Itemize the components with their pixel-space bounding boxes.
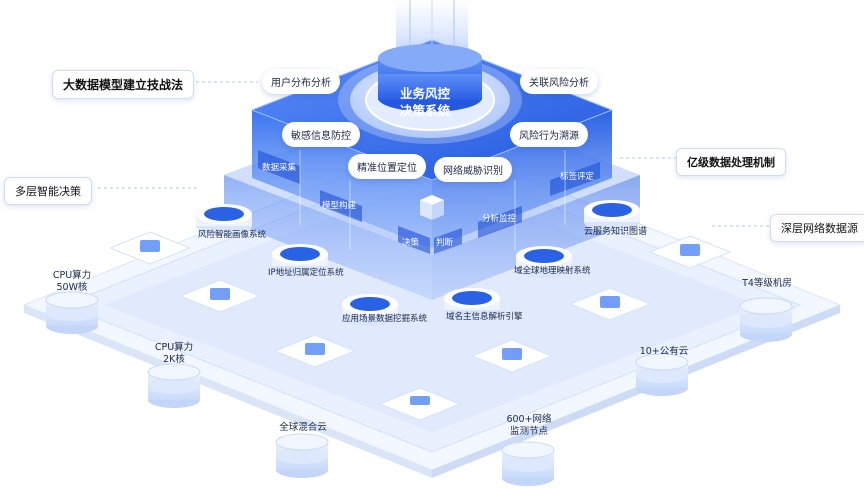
infra-cpu-50w: CPU算力 50W核 — [44, 270, 100, 294]
platform-tiles — [108, 231, 732, 421]
face-judgment: 判断 — [436, 238, 454, 248]
infra-public-cloud: 10+公有云 — [639, 346, 689, 357]
callout-deep-network-source: 深层网络数据源 — [770, 214, 864, 242]
engine-cloud-graph: 云服务知识图谱 — [584, 227, 648, 237]
pill-network-threat: 网络威胁识别 — [434, 157, 512, 182]
core-system-title: 业务风控 决策系统 — [370, 85, 480, 119]
pill-sensitive-info: 敏感信息防控 — [282, 122, 360, 147]
face-model-building: 模型构建 — [322, 201, 357, 211]
core-title-line1: 业务风控 — [399, 86, 450, 101]
engine-pucks — [196, 200, 640, 326]
infra-global-hybrid-cloud: 全球混合云 — [279, 422, 327, 433]
infra-cpu-50w-line2: 50W核 — [56, 282, 88, 293]
infra-cpu-50w-line1: CPU算力 — [52, 270, 92, 281]
face-data-collection: 数据采集 — [262, 163, 297, 173]
infra-cpu-2k-line1: CPU算力 — [154, 342, 194, 353]
engine-risk-profile: 风险智能画像系统 — [198, 230, 267, 240]
engine-domain-mapping: 域全球地理映射系统 — [514, 266, 591, 276]
infra-cpu-2k: CPU算力 2K核 — [146, 342, 202, 366]
infra-monitoring-nodes-line2: 监测节点 — [509, 426, 548, 437]
tile-icons — [140, 240, 700, 405]
engine-scenario-mining: 应用场景数据挖掘系统 — [342, 314, 428, 324]
pill-user-distribution: 用户分布分析 — [262, 69, 340, 94]
face-tag-evaluation: 标签评定 — [560, 172, 595, 182]
core-title-line2: 决策系统 — [399, 103, 450, 118]
callout-billion-processing: 亿级数据处理机制 — [676, 148, 786, 176]
callout-multi-layer: 多层智能决策 — [4, 177, 92, 205]
engine-ip-location: IP地址归属定位系统 — [268, 268, 344, 278]
pill-precise-location: 精准位置定位 — [348, 154, 426, 179]
leader-lines — [98, 81, 770, 227]
pill-risk-behavior: 风险行为溯源 — [510, 122, 588, 147]
small-cube — [420, 195, 444, 220]
infra-monitoring-nodes: 600+网络 监测节点 — [496, 414, 562, 438]
pill-association-risk: 关联风险分析 — [520, 69, 598, 94]
face-analysis-monitor: 分析监控 — [482, 214, 517, 224]
engine-domain-parse: 域名主信息解析引擎 — [446, 312, 523, 322]
infra-t4-datacenter: T4等级机房 — [742, 278, 792, 289]
infra-monitoring-nodes-line1: 600+网络 — [506, 414, 552, 425]
core-disk — [338, 44, 522, 144]
callout-big-data-model: 大数据模型建立技战法 — [52, 70, 195, 99]
infra-cpu-2k-line2: 2K核 — [163, 354, 185, 365]
infra-stacks — [45, 291, 793, 486]
face-decision: 决策 — [402, 238, 420, 248]
